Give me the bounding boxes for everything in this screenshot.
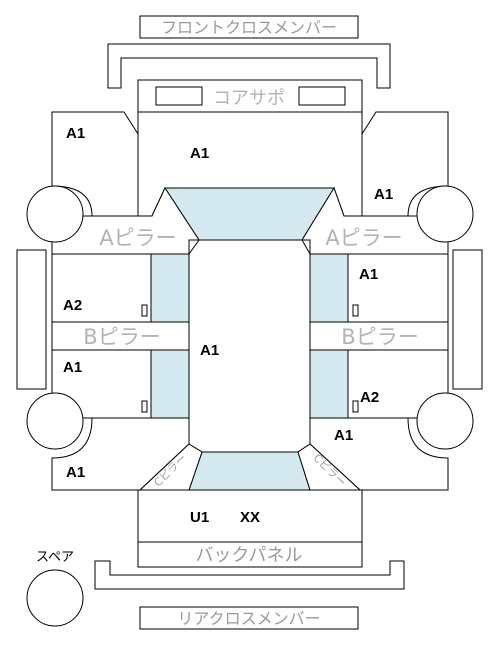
right-rear-window	[309, 349, 349, 419]
code-front-left-door: A2	[63, 297, 82, 314]
code-front-right-door: A1	[359, 266, 378, 283]
front-left-door-handle	[141, 304, 148, 317]
code-trunk-first: U1	[190, 509, 209, 526]
code-roof: A1	[200, 342, 219, 359]
front-right-wheel	[416, 185, 474, 243]
front-left-door	[51, 253, 152, 323]
right-headlight	[298, 86, 346, 106]
spare-label: スペア	[36, 550, 74, 565]
code-front-right-fender: A1	[374, 186, 393, 203]
front-right-door-handle	[352, 304, 359, 317]
b-pillar-left-label: Bピラー	[83, 325, 160, 349]
left-side-step	[16, 249, 47, 390]
rear-left-wheel	[26, 392, 84, 450]
front-cross-member-label: フロントクロスメンバー	[161, 18, 337, 37]
front-cross-member: フロントクロスメンバー	[139, 15, 359, 39]
code-rear-right-door: A2	[360, 389, 379, 406]
core-support-label: コアサポ	[213, 88, 285, 109]
left-front-window	[150, 253, 190, 323]
front-left-wheel	[26, 185, 84, 243]
b-pillar-right-label: Bピラー	[341, 325, 418, 349]
back-panel-label: バックパネル	[195, 545, 302, 566]
b-pillar-right	[309, 321, 449, 351]
rear-left-door-handle	[141, 400, 148, 413]
rear-window	[188, 451, 311, 491]
core-support: コアサポ	[137, 79, 363, 113]
left-rear-window	[150, 349, 190, 419]
front-bumper	[107, 43, 391, 89]
code-rear-left-quarter: A1	[66, 464, 85, 481]
rear-right-door-handle	[352, 400, 359, 413]
rear-cross-member-label: リアクロスメンバー	[177, 609, 320, 628]
code-hood: A1	[190, 145, 209, 162]
code-rear-left-door: A1	[63, 359, 82, 376]
right-front-window	[309, 253, 349, 323]
trunk	[137, 489, 363, 543]
a-pillar-right-label: Aピラー	[325, 226, 402, 250]
code-rear-right-quarter: A1	[334, 427, 353, 444]
code-front-left-fender: A1	[66, 125, 85, 142]
right-side-step	[452, 249, 483, 390]
a-pillar-left-label: Aピラー	[99, 226, 176, 250]
spare-tire	[26, 569, 84, 627]
front-right-door	[347, 253, 449, 323]
back-panel	[137, 541, 363, 568]
left-headlight	[155, 86, 203, 106]
rear-cross-member: リアクロスメンバー	[139, 606, 359, 630]
rear-right-wheel	[416, 392, 474, 450]
code-trunk-second: XX	[240, 509, 260, 526]
b-pillar-left	[51, 321, 190, 351]
rear-bumper	[94, 560, 405, 590]
